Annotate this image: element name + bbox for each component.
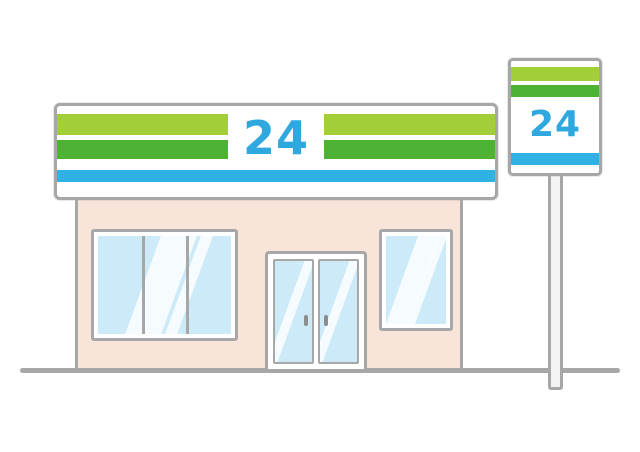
- store-sign-24-box: 24: [228, 106, 324, 169]
- fascia-stripe-blue: [57, 170, 495, 182]
- pole-sign-stripe-blue: [511, 153, 599, 165]
- door-right: [318, 259, 359, 364]
- pole-sign-24-box: 24: [511, 99, 599, 151]
- door-handle: [324, 315, 328, 326]
- pole-sign-24-text: 24: [528, 104, 582, 145]
- entrance-door-frame: [265, 251, 367, 372]
- door-shine: [320, 261, 357, 362]
- door-left: [273, 259, 314, 364]
- right-window: [379, 229, 453, 331]
- window-mullion: [185, 236, 189, 334]
- window-mullion: [141, 236, 145, 334]
- sign-pole: [548, 170, 563, 390]
- storefront-sign: 24: [54, 103, 498, 200]
- left-window-glass: [98, 236, 231, 334]
- store-sign-24-text: 24: [242, 110, 309, 165]
- pole-sign: 24: [508, 58, 602, 176]
- door-shine: [275, 261, 312, 362]
- door-handle: [304, 315, 308, 326]
- right-window-glass: [386, 236, 446, 324]
- left-window: [91, 229, 238, 341]
- pole-sign-stripe-green: [511, 85, 599, 97]
- pole-sign-stripe-light-green: [511, 67, 599, 81]
